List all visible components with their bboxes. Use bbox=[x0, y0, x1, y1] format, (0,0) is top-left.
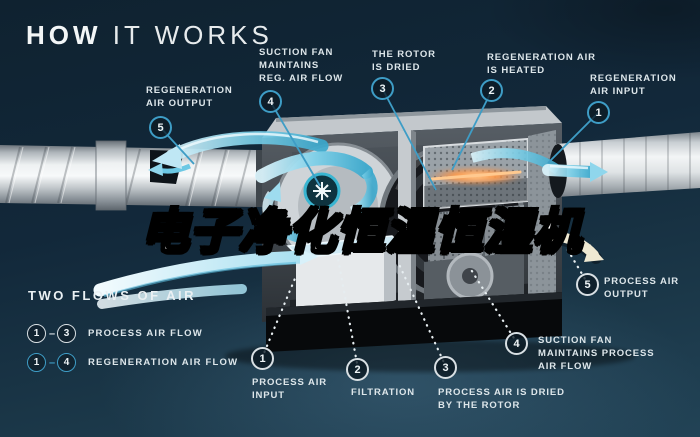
regeneration-internal-flow-arrow bbox=[255, 151, 378, 243]
legend-circle-reg-from: 1 bbox=[27, 353, 46, 372]
title-light: IT WORKS bbox=[112, 20, 273, 50]
callout-circle-reg-2: 2 bbox=[480, 79, 503, 102]
regeneration-to-duct-arrow bbox=[470, 148, 608, 182]
label-process-air-dried: PROCESS AIR IS DRIED BY THE ROTOR bbox=[438, 387, 565, 411]
callout-circle-reg-1: 1 bbox=[587, 101, 610, 124]
label-suction-fan-process: SUCTION FAN MAINTAINS PROCESS AIR FLOW bbox=[538, 335, 655, 372]
filter-box bbox=[286, 235, 406, 314]
legend-dash: – bbox=[49, 328, 56, 340]
circle-number: 1 bbox=[595, 106, 602, 119]
circle-number: 1 bbox=[259, 352, 266, 365]
label-rotor-is-dried: THE ROTOR IS DRIED bbox=[372, 49, 436, 73]
legend-label-process: PROCESS AIR FLOW bbox=[88, 328, 203, 339]
circle-number: 3 bbox=[379, 82, 386, 95]
legend-label-regeneration: REGENERATION AIR FLOW bbox=[88, 357, 239, 368]
label-filtration: FILTRATION bbox=[351, 387, 416, 398]
label-process-air-input: PROCESS AIR INPUT bbox=[252, 377, 328, 401]
callout-circle-proc-5: 5 bbox=[576, 273, 599, 296]
watermark-text: 电子净化恒温恒湿机 bbox=[140, 205, 583, 261]
callout-circle-proc-3: 3 bbox=[434, 356, 457, 379]
circle-number: 4 bbox=[513, 337, 520, 350]
label-suction-fan-reg: SUCTION FAN MAINTAINS REG. AIR FLOW bbox=[259, 47, 344, 84]
title-bold: HOW bbox=[26, 20, 102, 50]
circle-number: 3 bbox=[63, 328, 70, 339]
circle-number: 1 bbox=[33, 357, 40, 368]
label-regeneration-air-output: REGENERATION AIR OUTPUT bbox=[146, 85, 233, 109]
circle-number: 4 bbox=[63, 357, 70, 368]
circle-number: 4 bbox=[267, 95, 274, 108]
legend-title: TWO FLOWS OF AIR bbox=[28, 288, 197, 303]
label-process-air-output: PROCESS AIR OUTPUT bbox=[604, 276, 680, 300]
callout-circle-proc-1: 1 bbox=[251, 347, 274, 370]
legend-dash: – bbox=[49, 357, 56, 369]
circle-number: 5 bbox=[584, 278, 591, 291]
legend-circle-proc-from: 1 bbox=[27, 324, 46, 343]
process-input-arrow bbox=[93, 249, 318, 309]
divider-wall bbox=[398, 130, 411, 314]
circle-number: 2 bbox=[488, 84, 495, 97]
legend-circle-proc-to: 3 bbox=[57, 324, 76, 343]
circle-number: 2 bbox=[354, 363, 361, 376]
callout-circle-reg-5: 5 bbox=[149, 116, 172, 139]
callout-circle-reg-3: 3 bbox=[371, 77, 394, 100]
process-output-arrow bbox=[549, 231, 604, 264]
circle-number: 3 bbox=[442, 361, 449, 374]
callout-circle-proc-4: 4 bbox=[505, 332, 528, 355]
label-regeneration-air-heated: REGENERATION AIR IS HEATED bbox=[487, 52, 596, 76]
lower-fan-unit bbox=[424, 252, 524, 308]
regeneration-output-arrow bbox=[152, 131, 329, 169]
callout-circle-proc-2: 2 bbox=[346, 358, 369, 381]
circle-number: 5 bbox=[157, 121, 164, 134]
callout-circle-reg-4: 4 bbox=[259, 90, 282, 113]
page-title: HOW IT WORKS bbox=[26, 20, 273, 51]
legend-circle-reg-to: 4 bbox=[57, 353, 76, 372]
label-regeneration-air-input: REGENERATION AIR INPUT bbox=[590, 73, 677, 97]
base-plinth bbox=[225, 292, 635, 372]
circle-number: 1 bbox=[33, 328, 40, 339]
